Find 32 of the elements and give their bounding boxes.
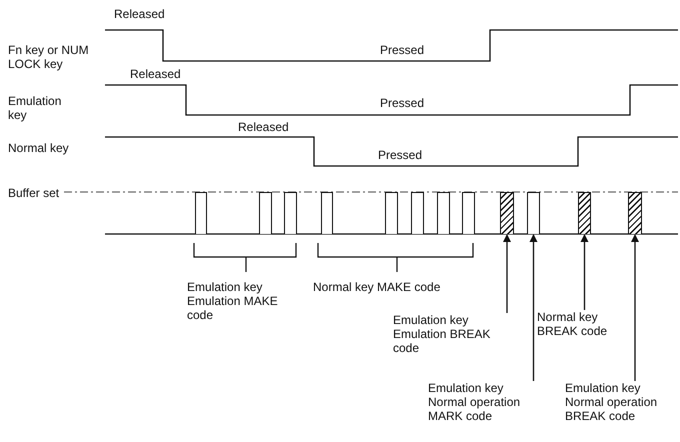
- pulse: [437, 192, 450, 234]
- timing-label: Released: [130, 67, 181, 81]
- timing-label: Emulation key: [8, 94, 62, 122]
- hatched-pulse: [500, 192, 514, 234]
- pulse: [411, 192, 424, 234]
- timing-label: Released: [114, 7, 165, 21]
- timing-label: Buffer set: [8, 186, 60, 200]
- hatched-pulse: [628, 192, 642, 234]
- leader-arrow: [503, 234, 511, 313]
- timing-label: Pressed: [378, 148, 422, 162]
- leader-arrow: [530, 234, 538, 381]
- code-label: Emulation key Normal operation BREAK code: [565, 381, 679, 423]
- timing-label: Pressed: [380, 43, 424, 57]
- timing-label: Normal key MAKE code: [313, 280, 440, 294]
- pulse: [385, 192, 398, 234]
- timing-label: Released: [238, 120, 289, 134]
- pulse: [462, 192, 475, 234]
- pulse: [527, 192, 540, 234]
- pulse: [321, 192, 333, 234]
- timing-label: Pressed: [380, 96, 424, 110]
- timing-label: Normal key: [8, 141, 69, 155]
- hatched-pulse: [578, 192, 591, 234]
- pulse: [259, 192, 272, 234]
- leader-arrow: [631, 234, 639, 381]
- leader-arrow: [580, 234, 588, 310]
- code-label: Emulation key Emulation BREAK code: [393, 313, 505, 355]
- timing-label: Emulation key Emulation MAKE code: [187, 280, 279, 322]
- timing-label: Fn key or NUM LOCK key: [8, 43, 90, 71]
- code-label: Emulation key Normal operation MARK code: [428, 381, 538, 423]
- pulse: [195, 192, 207, 234]
- code-label: Normal key BREAK code: [537, 310, 617, 338]
- pulse: [284, 192, 297, 234]
